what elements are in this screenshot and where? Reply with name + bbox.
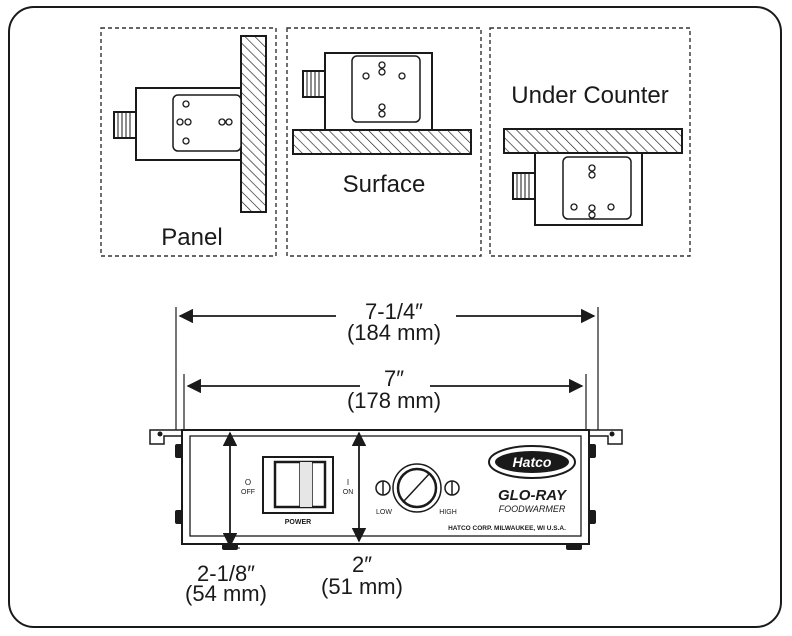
under-counter-mount-view: Under Counter — [489, 27, 691, 257]
on-symbol: I — [347, 478, 349, 487]
low-label: LOW — [376, 509, 392, 516]
panel-mount-view: Panel — [100, 27, 277, 257]
overall-width-metric: (184 mm) — [347, 320, 441, 345]
panel-mount-box — [100, 27, 277, 257]
body-height-dimension: 2″ (51 mm) — [321, 431, 403, 599]
overall-height-metric: (54 mm) — [185, 581, 267, 606]
warmer-side-under-counter — [512, 152, 643, 226]
body-height-metric: (51 mm) — [321, 574, 403, 599]
svg-text:Hatco: Hatco — [513, 454, 552, 470]
panel-label: Panel — [161, 224, 222, 251]
overall-width-dimension: 7-1/4″ (184 mm) — [175, 299, 599, 436]
warmer-front-view: O OFF I ON POWER LOW HIGH Hatco GLO-RAY … — [149, 429, 623, 550]
under-counter-surface — [503, 128, 683, 154]
under-counter-mount-box — [489, 27, 691, 257]
diagram-frame — [8, 6, 782, 628]
body-height-imperial: 2″ — [352, 552, 372, 577]
overall-width-imperial: 7-1/4″ — [365, 299, 423, 324]
body-width-metric: (178 mm) — [347, 388, 441, 413]
warmer-side-surface — [302, 52, 433, 131]
off-label: OFF — [241, 489, 255, 496]
overall-height-imperial: 2-1/8″ — [197, 561, 255, 586]
hatco-logo: Hatco — [488, 445, 576, 479]
off-symbol: O — [245, 478, 251, 487]
body-width-imperial: 7″ — [384, 366, 404, 391]
overall-height-dimension: 2-1/8″ (54 mm) — [185, 431, 267, 606]
warmer-side-panel — [113, 87, 242, 161]
surface-counter — [292, 129, 472, 155]
power-label: POWER — [285, 519, 311, 526]
product-type: FOODWARMER — [499, 504, 566, 514]
surface-mount-box — [286, 27, 482, 257]
manufacturer-line: HATCO CORP. MILWAUKEE, WI U.S.A. — [448, 525, 566, 532]
high-label: HIGH — [439, 509, 457, 516]
product-name: GLO-RAY — [498, 487, 568, 504]
panel-wall — [240, 35, 267, 213]
surface-mount-view: Surface — [286, 27, 482, 257]
on-label: ON — [343, 489, 354, 496]
surface-label: Surface — [343, 171, 426, 198]
under-counter-label: Under Counter — [511, 82, 668, 109]
left-flange — [149, 429, 187, 445]
body-width-dimension: 7″ (178 mm) — [183, 366, 587, 432]
